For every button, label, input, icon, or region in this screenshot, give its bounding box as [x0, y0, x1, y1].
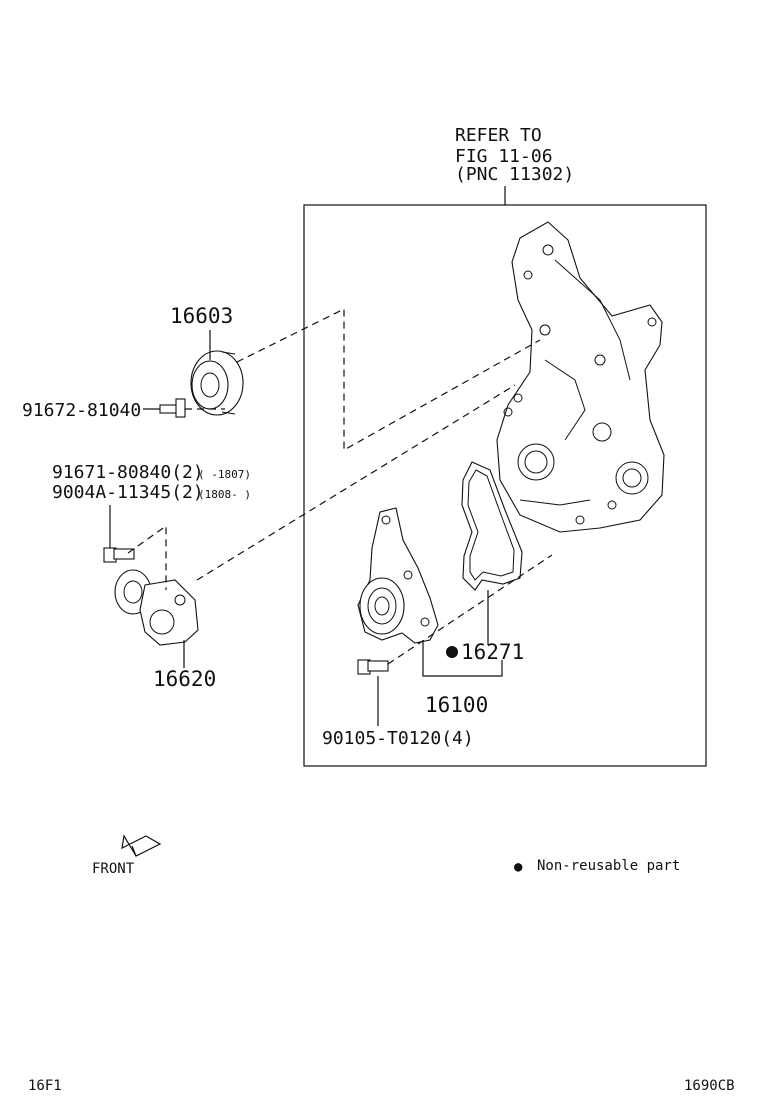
label-91671-range: ( -1807): [198, 468, 251, 481]
timing-cover: [496, 221, 665, 533]
front-arrow-icon: [121, 834, 162, 857]
dash-tensioner: [196, 384, 516, 581]
label-16603: 16603: [170, 304, 233, 328]
label-16271: 16271: [461, 640, 524, 664]
front-label: FRONT: [92, 861, 135, 877]
label-90105: 90105-T0120(4): [322, 728, 474, 749]
legend-text: Non-reusable part: [537, 858, 680, 874]
label-16620: 16620: [153, 667, 216, 691]
footer-left: 16F1: [28, 1078, 62, 1094]
label-91671: 91671-80840(2): [52, 462, 204, 483]
assembly-frame: [303, 204, 707, 767]
legend-bullet: ●: [514, 859, 523, 875]
dash-idler: [236, 308, 541, 452]
idler-pulley: [190, 350, 244, 416]
bolt-91671: [103, 547, 135, 563]
refer-line-3: (PNC 11302): [455, 164, 574, 185]
label-91672: 91672-81040: [22, 400, 141, 421]
bolt-91672: [159, 398, 186, 418]
belt-tensioner: [114, 569, 199, 646]
refer-line-1: REFER TO: [455, 125, 542, 146]
gasket: [461, 461, 523, 591]
water-pump: [357, 507, 439, 644]
label-9004a: 9004A-11345(2): [52, 482, 204, 503]
label-16100: 16100: [425, 693, 488, 717]
dash-pump-bolt: [387, 554, 553, 665]
nonreusable-marker: [446, 646, 458, 658]
footer-right: 1690CB: [684, 1078, 735, 1094]
label-9004a-range: (1808- ): [198, 488, 251, 501]
refer-line-2: FIG 11-06: [455, 146, 553, 167]
bolt-90105: [357, 659, 389, 675]
dash-bolt: [127, 524, 167, 590]
